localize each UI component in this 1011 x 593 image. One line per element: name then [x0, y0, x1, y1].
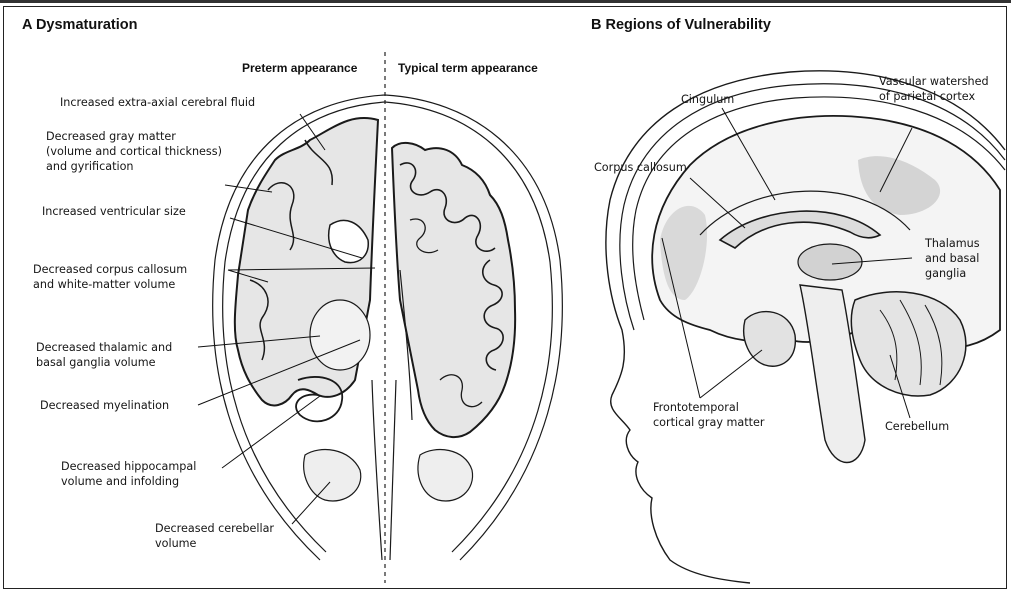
label-watershed: Vascular watershed of parietal cortex	[879, 74, 989, 104]
label-corpus-callosum-b: Corpus callosum	[594, 160, 687, 175]
label-hippocampal: Decreased hippocampal volume and infoldi…	[61, 459, 196, 489]
panel-b-artwork	[606, 71, 1005, 583]
label-extra-axial-fluid: Increased extra-axial cerebral fluid	[60, 95, 255, 110]
label-thalamic: Decreased thalamic and basal ganglia vol…	[36, 340, 172, 370]
panel-b-title: B Regions of Vulnerability	[591, 17, 771, 33]
label-corpus-callosum-a: Decreased corpus callosum and white-matt…	[33, 262, 187, 292]
label-cingulum: Cingulum	[681, 92, 734, 107]
label-myelination: Decreased myelination	[40, 398, 169, 413]
label-gray-matter: Decreased gray matter (volume and cortic…	[46, 129, 222, 174]
cerebellum-shape	[851, 292, 965, 396]
panel-a-title: A Dysmaturation	[22, 17, 137, 33]
label-ventricular-size: Increased ventricular size	[42, 204, 186, 219]
label-thalamus-basal: Thalamus and basal ganglia	[925, 236, 980, 281]
label-cerebellar: Decreased cerebellar volume	[155, 521, 274, 551]
label-frontotemporal: Frontotemporal cortical gray matter	[653, 400, 765, 430]
term-heading: Typical term appearance	[398, 61, 538, 75]
label-cerebellum: Cerebellum	[885, 419, 949, 434]
preterm-heading: Preterm appearance	[242, 61, 357, 75]
panel-a-artwork	[213, 95, 563, 560]
